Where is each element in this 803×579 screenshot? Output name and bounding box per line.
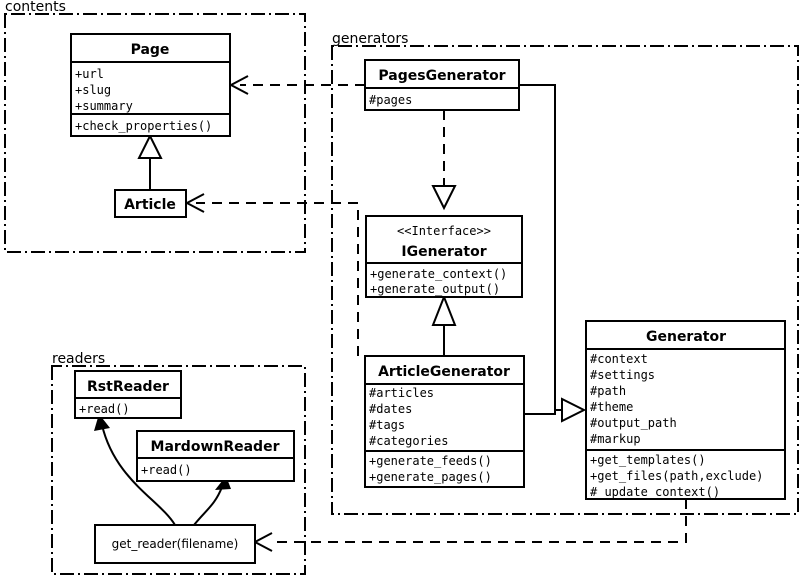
generalization-arrowhead-generator	[561, 397, 587, 423]
class-mardown-reader-name: MardownReader	[151, 439, 280, 455]
package-readers-border	[51, 365, 306, 575]
dependency-arrowhead-getreader	[252, 532, 273, 552]
edge-articlegenerator-to-igenerator	[431, 294, 457, 356]
package-contents-label: contents	[5, 0, 66, 15]
package-contents: contents	[4, 0, 306, 253]
edge-articlegenerator-to-generator	[524, 397, 587, 423]
class-generator-attr-3: #theme	[590, 400, 633, 414]
realization-arrowhead-igenerator	[431, 185, 457, 211]
class-page-name: Page	[131, 42, 170, 58]
edge-pagesgenerator-to-igenerator	[431, 110, 457, 211]
class-mardown-reader-box[interactable]	[136, 430, 295, 482]
edge-pagesgenerator-to-page	[228, 75, 365, 95]
class-article-generator-method-1: +generate_pages()	[369, 470, 492, 484]
generalization-arrowhead-igenerator-2	[431, 294, 457, 326]
package-readers: readers	[51, 351, 306, 575]
class-mardown-reader[interactable]: MardownReader +read()	[136, 430, 295, 482]
class-page-attr-0: +url	[75, 67, 104, 81]
class-article-generator-attr-3: #categories	[369, 434, 448, 448]
class-generator-name: Generator	[646, 329, 726, 345]
edge-artgen-article-line	[196, 202, 359, 356]
class-rst-reader-box[interactable]	[74, 370, 182, 419]
class-pages-generator-box[interactable]	[364, 59, 520, 111]
class-generator-attr-0: #context	[590, 352, 648, 366]
class-rst-reader-name: RstReader	[87, 379, 169, 395]
class-generator-box[interactable]	[585, 320, 786, 500]
class-generator-attr-5: #markup	[590, 432, 641, 446]
class-igenerator-stereotype: <<Interface>>	[397, 224, 491, 238]
edge-getreader-mardownreader-curve	[193, 486, 223, 526]
class-article-name: Article	[124, 197, 176, 213]
edge-artgen-generator-line	[524, 409, 562, 415]
class-article-generator-attr-1: #dates	[369, 402, 412, 416]
edge-pagesgenerator-to-generator	[519, 84, 562, 411]
package-readers-label: readers	[52, 351, 105, 367]
class-page-attr-2: +summary	[75, 99, 133, 113]
class-article-generator-name: ArticleGenerator	[378, 364, 510, 380]
class-article-generator-box[interactable]	[364, 355, 525, 488]
edge-getreader-rstreader-curve	[101, 424, 176, 526]
function-get-reader-box[interactable]	[94, 524, 256, 564]
class-pages-generator[interactable]: PagesGenerator #pages	[364, 59, 520, 111]
package-generators-label: generators	[332, 31, 408, 47]
class-generator-attr-2: #path	[590, 384, 626, 398]
class-generator-attr-1: #settings	[590, 368, 655, 382]
function-get-reader[interactable]: get_reader(filename)	[94, 524, 256, 564]
function-get-reader-label: get_reader(filename)	[112, 537, 239, 551]
class-generator-method-2: #_update_context()	[590, 485, 720, 499]
edge-pagesgen-generator-line	[519, 84, 562, 411]
class-pages-generator-name: PagesGenerator	[378, 68, 505, 84]
class-page-attr-1: +slug	[75, 83, 111, 97]
generalization-arrowhead-page	[137, 133, 163, 159]
class-article[interactable]: Article	[114, 189, 187, 218]
class-igenerator-name: IGenerator	[401, 244, 486, 260]
class-article-generator[interactable]: ArticleGenerator #articles #dates #tags …	[364, 355, 525, 488]
class-rst-reader[interactable]: RstReader +read()	[74, 370, 182, 419]
class-article-generator-attr-2: #tags	[369, 418, 405, 432]
edge-generator-to-getreader	[252, 499, 687, 552]
class-generator-method-0: +get_templates()	[590, 453, 706, 467]
class-page-method-0: +check_properties()	[75, 119, 212, 133]
edge-article-to-page	[137, 133, 163, 190]
package-generators-border	[331, 45, 799, 515]
class-rst-reader-method-0: +read()	[79, 402, 130, 416]
class-page-box[interactable]	[70, 33, 231, 137]
class-igenerator[interactable]: <<Interface>> IGenerator +generate_conte…	[365, 215, 523, 298]
class-mardown-reader-method-0: +read()	[141, 463, 192, 477]
class-igenerator-box[interactable]	[365, 215, 523, 298]
class-generator-attr-4: #output_path	[590, 416, 677, 430]
edge-getreader-to-mardownreader	[193, 476, 231, 526]
class-article-generator-method-0: +generate_feeds()	[369, 454, 492, 468]
package-contents-border	[4, 13, 306, 253]
class-igenerator-method-1: +generate_output()	[370, 282, 500, 296]
class-page[interactable]: Page +url +slug +summary +check_properti…	[70, 33, 231, 137]
class-generator[interactable]: Generator #context #settings #path #them…	[585, 320, 786, 500]
class-article-box[interactable]	[114, 189, 187, 218]
class-generator-method-1: +get_files(path,exclude)	[590, 469, 763, 483]
class-pages-generator-attr-0: #pages	[369, 93, 412, 107]
class-article-generator-attr-0: #articles	[369, 386, 434, 400]
package-generators: generators	[331, 31, 799, 515]
edge-generator-getreader-line	[272, 499, 687, 543]
class-igenerator-method-0: +generate_context()	[370, 267, 507, 281]
